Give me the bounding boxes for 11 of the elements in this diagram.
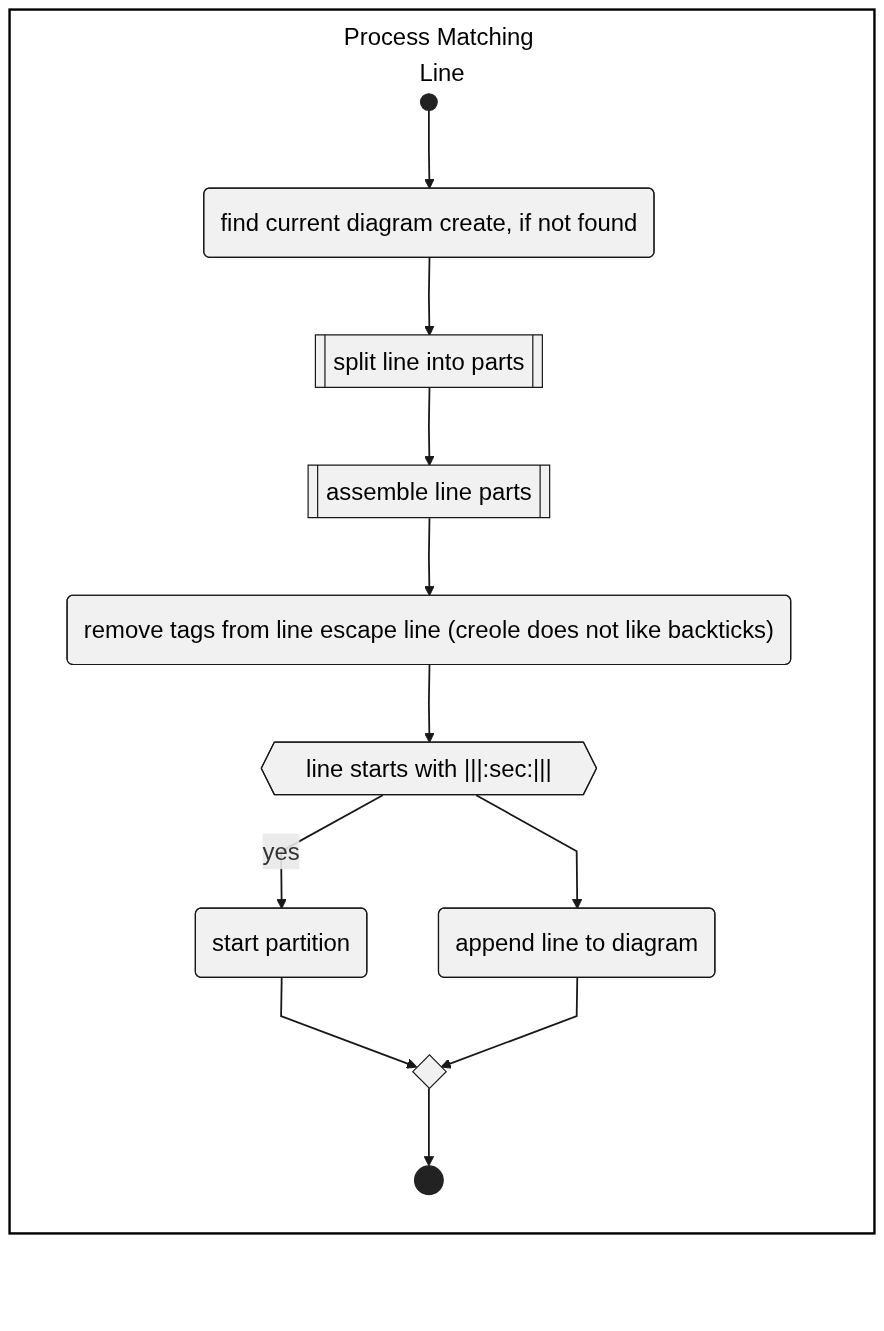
node-diamond <box>411 1054 448 1090</box>
arrow <box>423 1087 435 1167</box>
arrow <box>440 977 579 1069</box>
node-circle <box>419 93 438 112</box>
edge-label: yes <box>262 838 300 865</box>
arrow <box>475 794 583 910</box>
arrow <box>424 109 435 190</box>
arrow <box>424 517 435 597</box>
arrow <box>424 664 435 744</box>
node-circle <box>413 1165 444 1196</box>
arrow <box>280 977 418 1069</box>
